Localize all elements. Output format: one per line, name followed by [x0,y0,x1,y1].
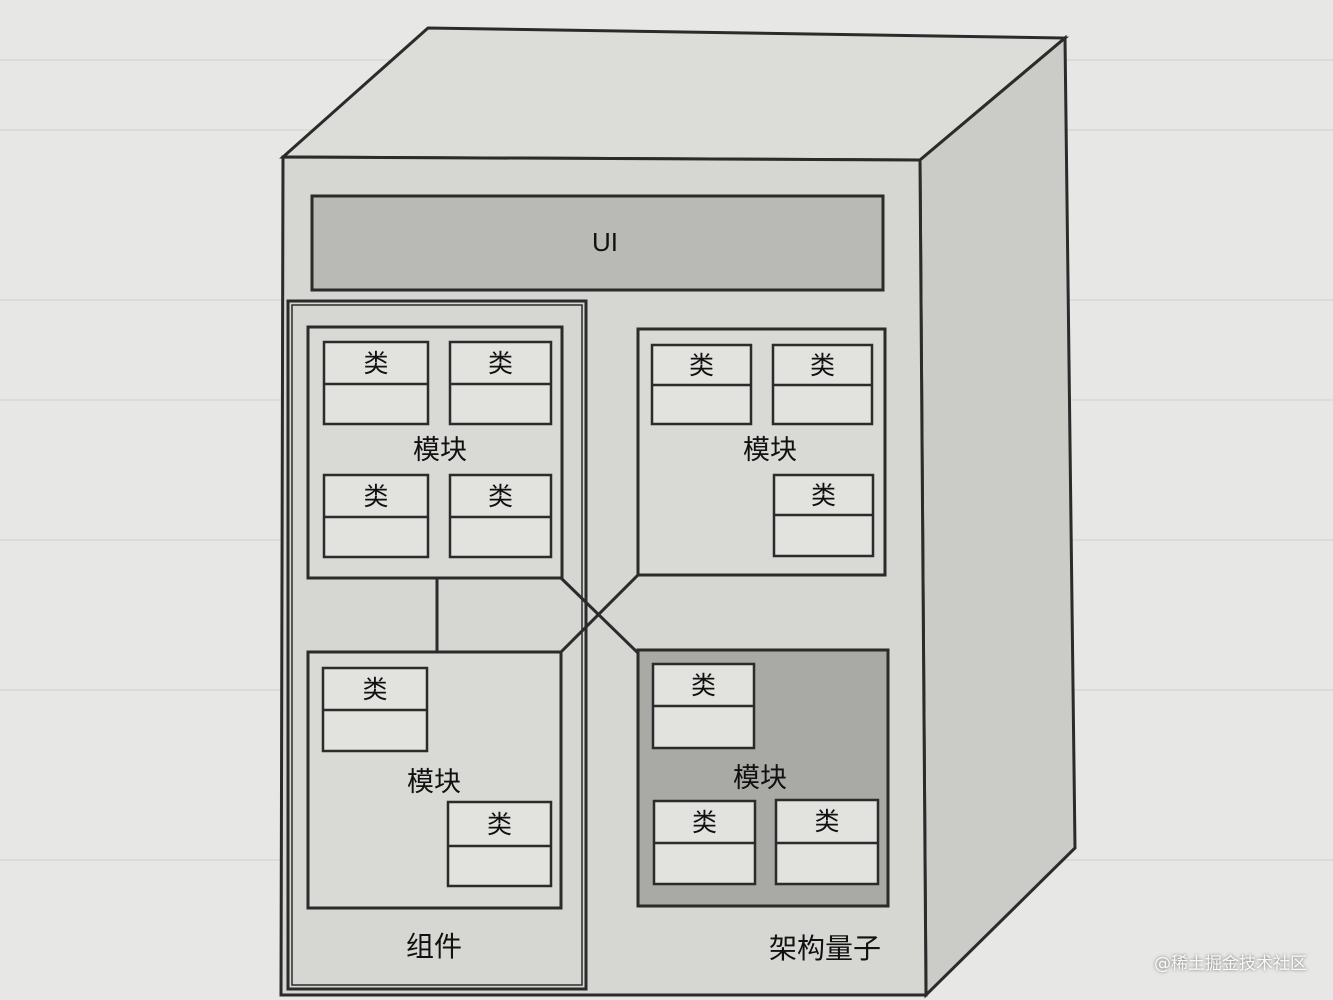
class-label: 类 [809,351,835,380]
class-label: 类 [363,349,389,378]
class-label: 类 [814,807,840,836]
class-label: 类 [810,481,836,510]
class-label: 类 [487,349,513,378]
architecture-quantum-label: 架构量子 [768,932,881,965]
component-container-outer [286,299,588,991]
class-label: 类 [363,482,389,511]
component-container-inner [291,304,583,986]
class-label: 类 [486,810,512,839]
module-label: 模块 [743,435,797,466]
class-label: 类 [690,671,716,700]
class-label: 类 [688,351,714,380]
class-label: 类 [362,675,388,704]
connector-cross-b [559,573,640,654]
class-label: 类 [487,482,513,511]
box-right-face [918,34,1077,999]
module-label: 模块 [407,767,461,798]
class-box-dividers [323,382,878,848]
component-label: 组件 [405,930,462,963]
class-box-bl-2 [446,800,553,888]
watermark-text: @稀土掘金技术社区 [1154,954,1307,974]
ui-layer-bar [310,194,885,292]
ui-label: UI [592,227,618,257]
class-label: 类 [691,808,717,837]
module-label: 模块 [733,763,787,794]
module-label: 模块 [413,435,467,466]
